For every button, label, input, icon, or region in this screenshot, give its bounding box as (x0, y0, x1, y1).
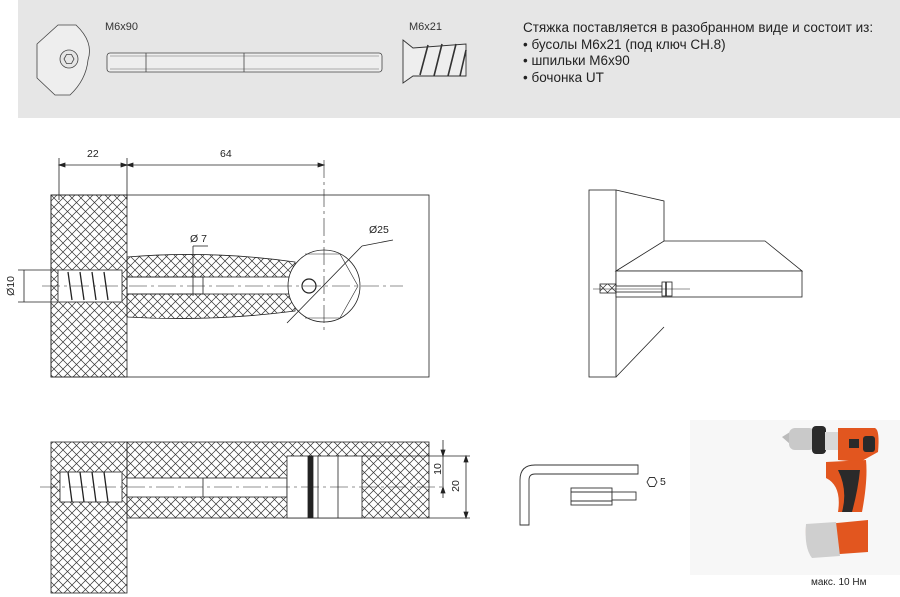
hex-key-icon (519, 464, 639, 526)
contents-item: • бусолы М6х21 (под ключ СН.8) (523, 36, 726, 52)
hex-bit-icon (570, 487, 637, 506)
sleeve-part (402, 39, 467, 84)
dim-22: 22 (87, 148, 99, 160)
hex-size-icon (646, 477, 658, 487)
drill-image (690, 420, 900, 575)
contents-item: • бочонка UT (523, 69, 604, 85)
dim-64: 64 (220, 148, 232, 160)
dim-20: 20 (449, 480, 462, 492)
side-view-drawing (588, 189, 804, 378)
contents-description: Стяжка поставляется в разобранном виде и… (523, 20, 873, 86)
front-view-drawing (18, 158, 430, 378)
dim-cam-diameter: Ø25 (369, 224, 389, 236)
torque-label: макс. 10 Нм (811, 577, 867, 588)
dim-bore-diameter: Ø 7 (190, 233, 207, 245)
section-view-drawing (40, 440, 470, 594)
contents-item: • шпильки М6х90 (523, 53, 630, 68)
contents-heading: Стяжка поставляется в разобранном виде и… (523, 20, 874, 35)
cam-lock-part (36, 24, 90, 96)
dim-10: 10 (431, 463, 444, 475)
sleeve-label: M6x21 (409, 21, 443, 33)
hex-size-label: 5 (660, 476, 666, 488)
stud-part (106, 52, 383, 73)
dim-hole-diameter: Ø10 (4, 276, 17, 296)
stud-label: M6x90 (105, 21, 139, 33)
